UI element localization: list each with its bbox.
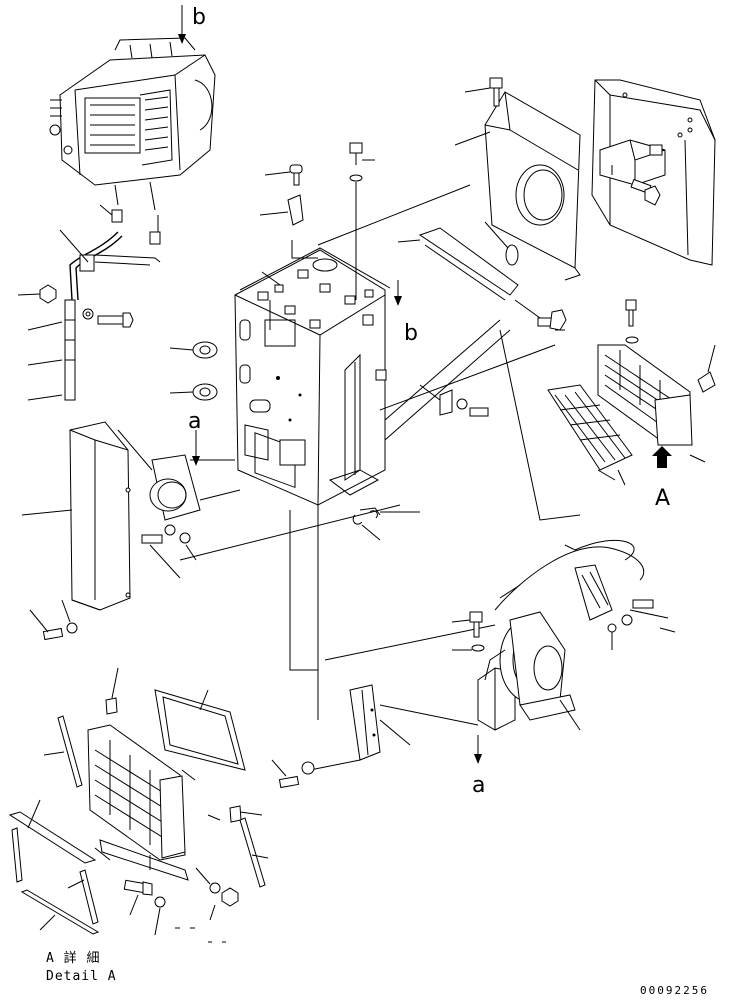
connector-bolt	[141, 524, 197, 579]
top-mount-pads	[257, 269, 374, 329]
drain-hose-assembly	[59, 229, 161, 401]
grille-frame	[597, 344, 693, 446]
washer-left	[82, 308, 94, 320]
main-housing	[234, 247, 391, 506]
long-bolt	[349, 142, 375, 300]
arrow-b-top	[178, 5, 186, 44]
air-filter	[547, 384, 633, 481]
detail-A-seal-strips	[43, 715, 269, 888]
hose-clips	[99, 204, 161, 245]
detail-A-grille	[87, 724, 196, 861]
label-A-view: A	[655, 486, 670, 511]
caption-english: Detail A	[46, 969, 117, 984]
l-bracket	[259, 194, 304, 226]
air-conditioner-unit	[49, 37, 216, 211]
arrow-a-left	[192, 430, 200, 466]
label-a-bottom: a	[472, 773, 485, 798]
mounting-plate	[309, 684, 479, 771]
label-b-top: b	[192, 5, 206, 30]
caption-japanese: A 詳 細	[46, 950, 100, 966]
grommet-lower	[169, 383, 218, 401]
blower-bolt	[451, 611, 485, 652]
plate-bolt	[271, 759, 315, 789]
duct-adapter	[117, 429, 201, 521]
detail-A-pads	[105, 667, 263, 823]
blower-motor	[477, 611, 581, 731]
detail-A-tiny-marks	[175, 927, 226, 943]
clip-bracket	[419, 384, 489, 417]
detail-A-bracket-strip	[94, 839, 189, 881]
cover-bolt	[29, 599, 78, 641]
grille-bolt	[625, 299, 639, 344]
bracket-bolt	[514, 299, 567, 331]
grommet-upper	[169, 341, 218, 359]
duct-bolt-top	[464, 77, 503, 107]
drawing-number: 00092256	[640, 984, 709, 997]
detail-A-filter-sheet	[8, 799, 100, 935]
detail-A-gasket	[154, 689, 246, 771]
mount-bolt-top	[264, 164, 303, 186]
arrow-a-bottom	[474, 735, 482, 764]
resistor-bolt	[621, 599, 676, 633]
nut-left	[17, 284, 57, 304]
resistor-bracket	[574, 564, 617, 650]
duct-box	[454, 91, 581, 281]
view-arrow-A	[652, 446, 672, 468]
support-bracket	[397, 221, 519, 301]
detail-A-bolts	[123, 867, 239, 936]
rear-panel	[591, 79, 716, 266]
label-b-mid: b	[404, 321, 418, 346]
label-a-left: a	[188, 409, 201, 434]
side-cover	[21, 421, 131, 611]
panel-bolt	[630, 178, 661, 206]
spring-clip	[352, 507, 420, 541]
bolt-left	[97, 312, 134, 328]
grille-screw	[697, 344, 716, 393]
blower-wire	[494, 539, 645, 611]
arrow-b-mid	[394, 280, 402, 306]
